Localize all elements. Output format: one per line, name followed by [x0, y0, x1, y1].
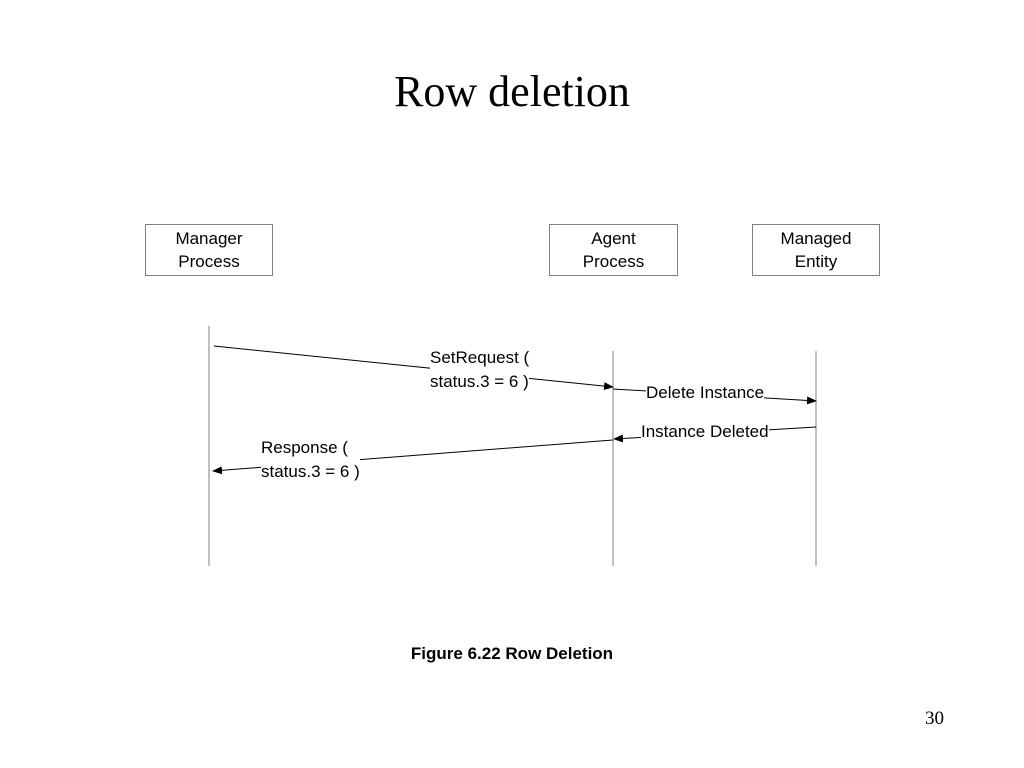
participant-entity-label-line1: Managed	[780, 229, 852, 248]
message-label-set-request: SetRequest ( status.3 = 6 )	[430, 346, 530, 394]
participant-agent-label-line1: Agent	[591, 229, 636, 248]
set-request-line1: SetRequest (	[430, 348, 530, 367]
participant-manager-label-line2: Process	[178, 252, 240, 271]
message-label-instance-deleted: Instance Deleted	[641, 420, 769, 444]
page-number: 30	[925, 708, 944, 729]
set-request-line2: status.3 = 6 )	[430, 372, 529, 391]
response-line2: status.3 = 6 )	[261, 462, 360, 481]
participant-managed-entity: Managed Entity	[752, 224, 880, 276]
message-label-delete-instance: Delete Instance	[646, 381, 765, 405]
participant-agent-process: Agent Process	[549, 224, 678, 276]
participant-agent-label-line2: Process	[582, 252, 645, 271]
response-line1: Response (	[261, 438, 348, 457]
arrow-set-request	[213, 345, 614, 391]
participant-manager-process: Manager Process	[145, 224, 273, 276]
participant-entity-label-line2: Entity	[794, 252, 838, 271]
slide-title: Row deletion	[394, 67, 630, 116]
message-label-response: Response ( status.3 = 6 )	[261, 436, 360, 484]
figure-caption: Figure 6.22 Row Deletion	[410, 644, 614, 663]
participant-manager-label-line1: Manager	[175, 229, 243, 248]
